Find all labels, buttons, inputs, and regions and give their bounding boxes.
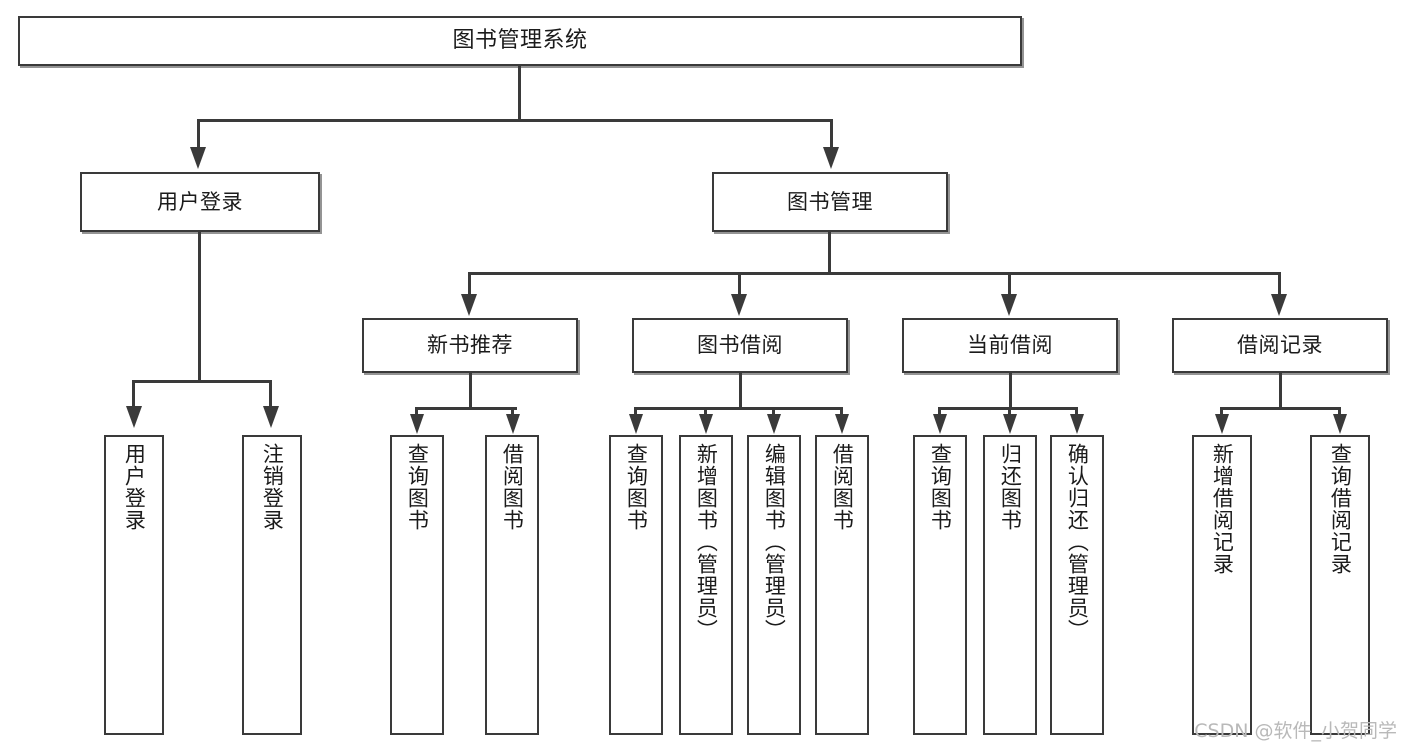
- arrowhead-leaf-add-book: [699, 414, 713, 434]
- node-user-login[interactable]: 用户登录: [80, 172, 320, 232]
- node-label: 图书借阅: [697, 333, 783, 358]
- connector-to-leaf-query-book-2: [634, 407, 637, 417]
- node-label: 新增借阅记录: [1210, 443, 1235, 575]
- arrowhead-borrow-record: [1271, 294, 1287, 316]
- connector-borrow-record-bus: [1220, 407, 1340, 410]
- arrowhead-leaf-query-record: [1333, 414, 1347, 434]
- connector-book-borrow-bus: [634, 407, 842, 410]
- connector-to-leaf-edit-book: [772, 407, 775, 417]
- node-leaf-add-record[interactable]: 新增借阅记录: [1192, 435, 1252, 735]
- node-label: 借阅记录: [1237, 333, 1323, 358]
- node-leaf-query-book-2[interactable]: 查询图书: [609, 435, 663, 735]
- connector-to-borrow-record: [1278, 272, 1281, 296]
- node-leaf-add-book[interactable]: 新增图书（管理员）: [679, 435, 733, 735]
- connector-to-leaf-user-login: [132, 380, 135, 408]
- connector-to-current-borrow: [1008, 272, 1011, 296]
- connector-to-leaf-query-record: [1338, 407, 1341, 417]
- connector-book-admin-bus: [468, 272, 1280, 275]
- node-leaf-confirm-return[interactable]: 确认归还（管理员）: [1050, 435, 1104, 735]
- node-label: 查询图书: [928, 443, 953, 531]
- node-label: 查询借阅记录: [1328, 443, 1353, 575]
- node-label: 借阅图书: [830, 443, 855, 531]
- connector-user-login-bus: [132, 380, 272, 383]
- arrowhead-leaf-query-book-3: [933, 414, 947, 434]
- connector-to-leaf-add-record: [1220, 407, 1223, 417]
- arrowhead-new-book-rec: [461, 294, 477, 316]
- connector-user-login-trunk: [198, 232, 201, 382]
- arrowhead-leaf-query-book-2: [629, 414, 643, 434]
- connector-book-admin-trunk: [828, 232, 831, 274]
- arrowhead-leaf-return-book: [1003, 414, 1017, 434]
- node-leaf-user-login[interactable]: 用户登录: [104, 435, 164, 735]
- connector-to-book-borrow: [738, 272, 741, 296]
- connector-book-borrow-trunk: [739, 373, 742, 409]
- node-root-system[interactable]: 图书管理系统: [18, 16, 1022, 66]
- connector-to-leaf-borrow-book-2: [840, 407, 843, 417]
- arrowhead-leaf-borrow-book-1: [506, 414, 520, 434]
- connector-to-leaf-query-book-3: [938, 407, 941, 417]
- node-label: 归还图书: [998, 443, 1023, 531]
- arrowhead-to-user-login: [190, 147, 206, 169]
- node-book-borrow[interactable]: 图书借阅: [632, 318, 848, 373]
- node-leaf-query-book-3[interactable]: 查询图书: [913, 435, 967, 735]
- node-leaf-return-book[interactable]: 归还图书: [983, 435, 1037, 735]
- connector-to-leaf-user-logout: [269, 380, 272, 408]
- arrowhead-book-borrow: [731, 294, 747, 316]
- connector-borrow-record-trunk: [1279, 373, 1282, 409]
- connector-root-bus: [197, 119, 833, 122]
- connector-new-book-rec-trunk: [469, 373, 472, 409]
- node-label: 新书推荐: [427, 333, 513, 358]
- node-label: 查询图书: [624, 443, 649, 531]
- connector-root-trunk: [518, 66, 521, 120]
- node-label: 查询图书: [405, 443, 430, 531]
- connector-new-book-rec-bus: [415, 407, 517, 410]
- node-label: 图书管理: [787, 189, 873, 214]
- arrowhead-to-book-admin: [823, 147, 839, 169]
- node-label: 确认归还（管理员）: [1065, 443, 1090, 641]
- node-leaf-user-logout[interactable]: 注销登录: [242, 435, 302, 735]
- node-book-admin[interactable]: 图书管理: [712, 172, 948, 232]
- node-label: 用户登录: [157, 189, 243, 214]
- connector-to-leaf-return-book: [1008, 407, 1011, 417]
- node-label: 注销登录: [260, 443, 285, 531]
- connector-to-leaf-borrow-book-1: [511, 407, 514, 417]
- arrowhead-leaf-user-login: [126, 406, 142, 428]
- arrowhead-leaf-confirm-ret: [1070, 414, 1084, 434]
- arrowhead-leaf-user-logout: [263, 406, 279, 428]
- node-leaf-edit-book[interactable]: 编辑图书（管理员）: [747, 435, 801, 735]
- node-label: 借阅图书: [500, 443, 525, 531]
- node-leaf-borrow-book-1[interactable]: 借阅图书: [485, 435, 539, 735]
- connector-to-new-book-rec: [468, 272, 471, 296]
- node-new-book-rec[interactable]: 新书推荐: [362, 318, 578, 373]
- node-leaf-query-record[interactable]: 查询借阅记录: [1310, 435, 1370, 735]
- node-label: 用户登录: [122, 443, 147, 531]
- arrowhead-current-borrow: [1001, 294, 1017, 316]
- connector-root-to-user-login: [197, 119, 200, 149]
- arrowhead-leaf-edit-book: [767, 414, 781, 434]
- connector-root-to-book-admin: [830, 119, 833, 149]
- node-current-borrow[interactable]: 当前借阅: [902, 318, 1118, 373]
- connector-to-leaf-query-book-1: [415, 407, 418, 417]
- node-leaf-query-book-1[interactable]: 查询图书: [390, 435, 444, 735]
- node-label: 编辑图书（管理员）: [762, 443, 787, 641]
- arrowhead-leaf-query-book-1: [410, 414, 424, 434]
- arrowhead-leaf-add-record: [1215, 414, 1229, 434]
- connector-to-leaf-confirm-ret: [1075, 407, 1078, 417]
- node-leaf-borrow-book-2[interactable]: 借阅图书: [815, 435, 869, 735]
- node-label: 当前借阅: [967, 333, 1053, 358]
- connector-current-borrow-trunk: [1009, 373, 1012, 409]
- node-label: 新增图书（管理员）: [694, 443, 719, 641]
- connector-to-leaf-add-book: [704, 407, 707, 417]
- node-borrow-record[interactable]: 借阅记录: [1172, 318, 1388, 373]
- node-label: 图书管理系统: [452, 28, 588, 54]
- arrowhead-leaf-borrow-book-2: [835, 414, 849, 434]
